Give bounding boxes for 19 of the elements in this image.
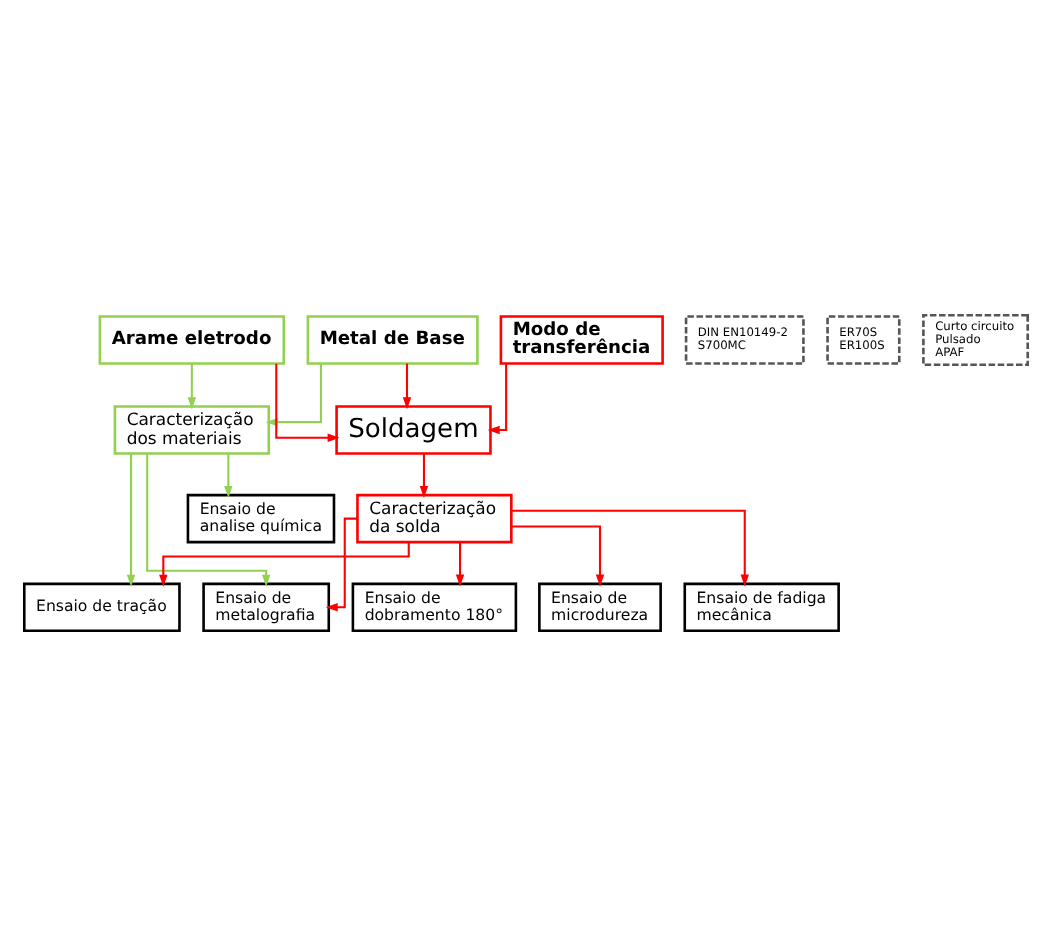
node-box: Caracterização dos materiais — [113, 404, 271, 454]
arrow — [455, 541, 465, 586]
arrow — [511, 524, 605, 586]
arrow — [325, 516, 358, 611]
arrow — [159, 541, 410, 586]
arrow — [487, 362, 508, 434]
node-box: Modo de transferência — [499, 314, 664, 364]
node-box: Arame eletrodo — [98, 314, 286, 364]
arrow — [224, 452, 233, 497]
arrow — [511, 508, 749, 586]
arrow — [146, 452, 271, 586]
node-box: Soldagem — [335, 404, 492, 454]
node-box: Caracterização da solda — [356, 492, 513, 543]
arrow — [126, 452, 136, 586]
arrow — [402, 362, 412, 409]
node-box: Metal de Base — [306, 314, 479, 364]
arrow — [275, 362, 340, 441]
arrow — [419, 452, 429, 497]
arrow — [187, 362, 197, 409]
